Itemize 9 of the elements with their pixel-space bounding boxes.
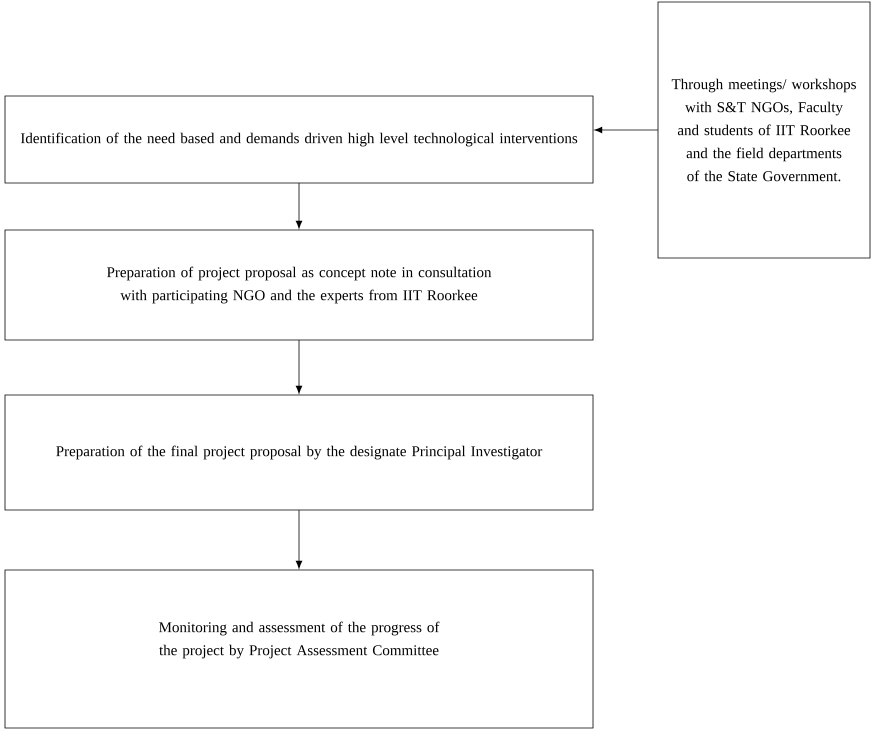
process-box: Preparation of project proposal as concept note in consultation with participating NGO and the experts from IIT Roorkee xyxy=(4,230,594,340)
arrow xyxy=(296,182,302,229)
arrow xyxy=(296,340,302,394)
process-box: Preparation of the final project proposal by the designate Principal Investigator xyxy=(4,394,594,510)
arrow xyxy=(594,126,658,134)
arrow xyxy=(296,510,302,569)
process-box: Identification of the need based and demands driven high level technological interventions xyxy=(4,96,594,184)
process-box: Through meetings/ workshops with S&T NGOs, Faculty and students of IIT Roorkee and the field departments of the State Government. xyxy=(658,2,870,258)
process-box: Monitoring and assessment of the progress of the project by Project Assessment Committee xyxy=(4,570,594,728)
